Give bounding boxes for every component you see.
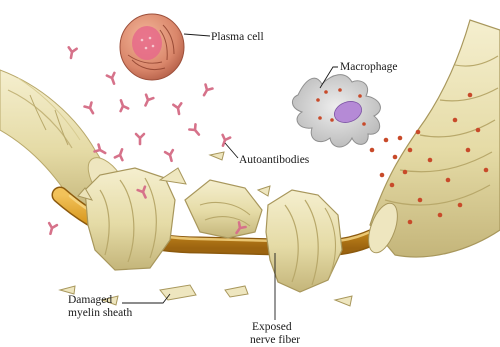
- label-exposed-fiber-line1: Exposed: [252, 321, 292, 333]
- right-myelin-segment: [363, 20, 500, 257]
- label-exposed-fiber-line2: nerve fiber: [250, 334, 300, 346]
- plasma-cell: [120, 14, 184, 80]
- label-plasma-cell-text: Plasma cell: [211, 31, 264, 43]
- label-damaged-myelin-line2: myelin sheath: [68, 307, 132, 319]
- label-plasma-cell: Plasma cell: [184, 31, 264, 43]
- label-autoantibodies: Autoantibodies: [225, 143, 310, 166]
- macrophage: [292, 75, 380, 147]
- label-damaged-myelin-line1: Damaged: [68, 294, 112, 306]
- label-autoantibodies-text: Autoantibodies: [239, 154, 310, 166]
- label-macrophage-text: Macrophage: [340, 61, 397, 73]
- damaged-myelin-chunks: [60, 152, 352, 306]
- label-damaged-myelin: Damaged myelin sheath: [68, 294, 170, 319]
